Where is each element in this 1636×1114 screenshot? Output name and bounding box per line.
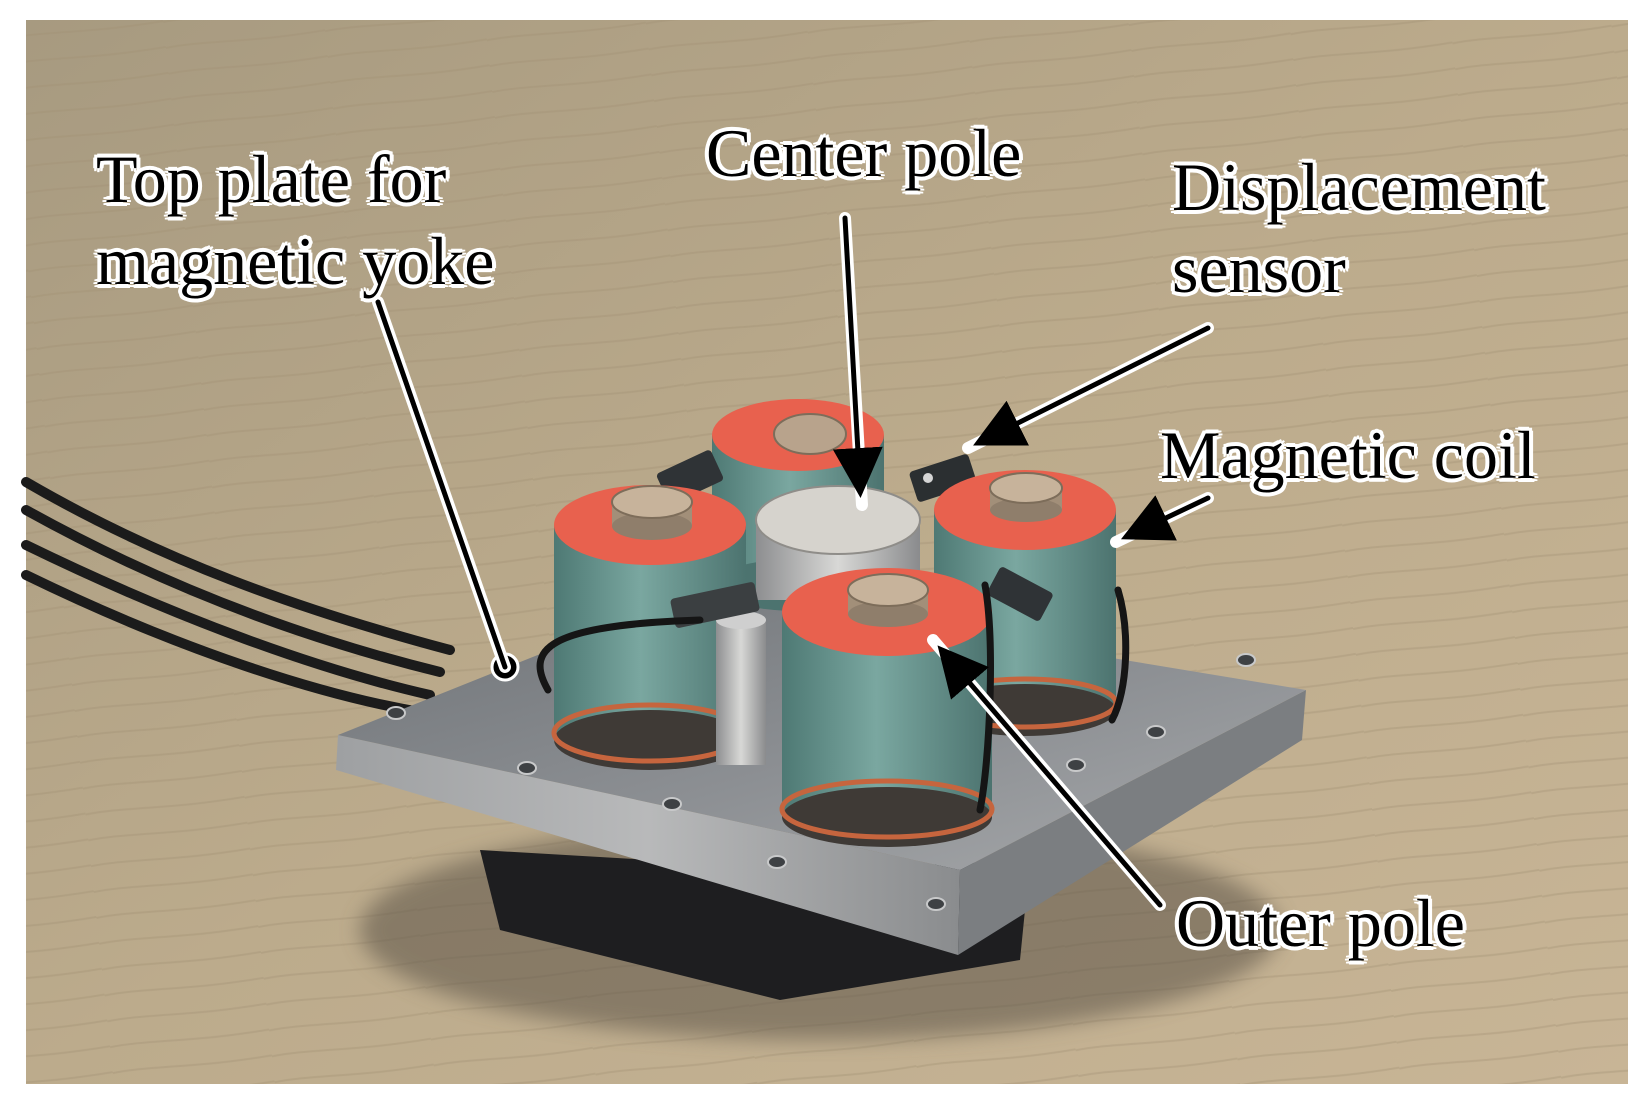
label-top-plate-line1: Top plate for [96, 141, 447, 217]
leader-top-plate [375, 299, 508, 670]
leader-lines [375, 215, 1211, 908]
coil-front [779, 568, 995, 847]
label-magnetic-coil: Magnetic coil [1160, 417, 1536, 493]
label-displacement-sensor: Displacement sensor [1172, 146, 1546, 310]
displacement-sensor-side [670, 567, 1053, 628]
label-displacement-line1: Displacement [1172, 149, 1546, 225]
support-post [716, 611, 766, 765]
label-outer-pole: Outer pole [1176, 885, 1465, 961]
arrow-magnetic-coil [1120, 495, 1211, 541]
label-displacement-line2: sensor [1172, 231, 1346, 307]
label-center-pole: Center pole [706, 115, 1022, 191]
label-top-plate-line2: magnetic yoke [96, 223, 495, 299]
arrow-outer-pole [937, 645, 1163, 908]
plate-front-left [336, 735, 960, 955]
label-top-plate: Top plate for magnetic yoke [96, 138, 494, 302]
coil-left [551, 485, 749, 770]
arrow-displacement-sensor [973, 325, 1211, 446]
arrow-center-pole [832, 215, 883, 498]
cables [21, 477, 455, 717]
plate-front-right [958, 690, 1306, 955]
